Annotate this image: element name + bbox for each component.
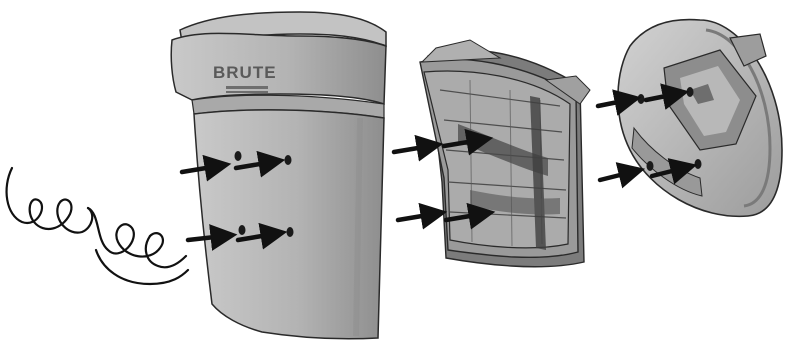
- wire-icon: [7, 168, 188, 284]
- arrow-icon: [600, 172, 632, 180]
- newspaper-bundle: [420, 40, 590, 267]
- lid: [618, 20, 782, 217]
- trash-can-half: BRUTE: [171, 12, 386, 339]
- arrow-icon: [398, 214, 434, 220]
- brand-text: BRUTE: [213, 63, 277, 82]
- arrow-icon: [394, 146, 430, 152]
